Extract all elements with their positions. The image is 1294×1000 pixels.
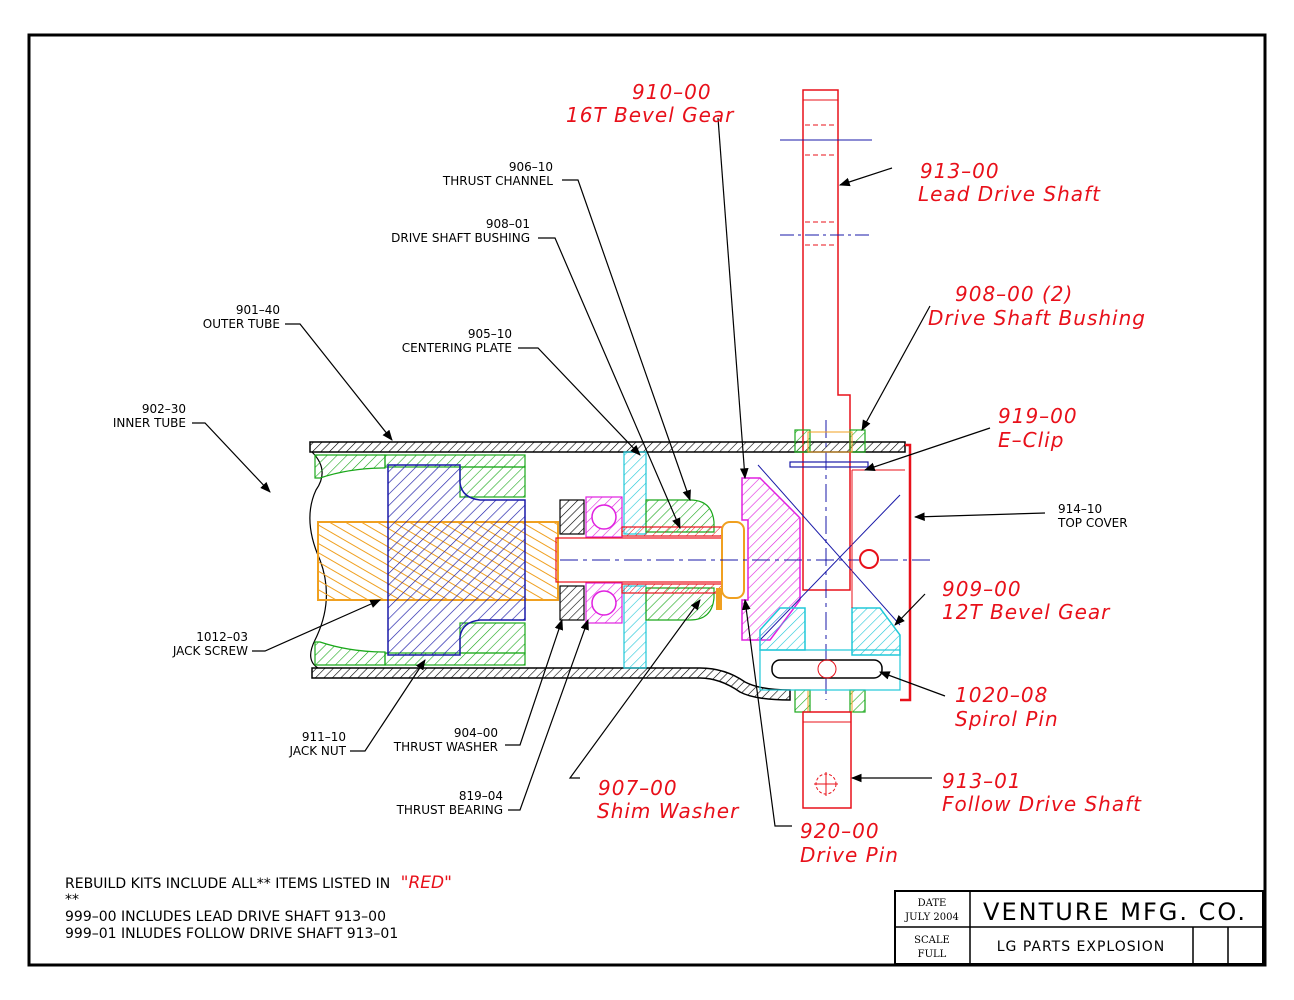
bearing-ball-top xyxy=(591,504,617,530)
label-905-10-name: CENTERING PLATE xyxy=(402,341,512,355)
leader-lines xyxy=(192,117,1046,827)
inner-tube-bottom-seg2 xyxy=(459,622,526,654)
label-902-30-name: INNER TUBE xyxy=(113,416,186,430)
label-906-10-num: 906–10 xyxy=(509,160,553,174)
label-906-10-name: THRUST CHANNEL xyxy=(442,174,553,188)
scale-value: FULL xyxy=(918,949,947,960)
bushing-bottom xyxy=(621,583,723,594)
title-block: DATE JULY 2004 SCALE FULL VENTURE MFG. C… xyxy=(894,890,1264,965)
rebuild-note: REBUILD KITS INCLUDE ALL** ITEMS LISTED … xyxy=(65,873,452,893)
shaft-hole xyxy=(859,549,879,569)
drive-shaft-bushing-top-left xyxy=(794,429,811,453)
bevel-gear-12t-left xyxy=(759,607,806,651)
label-907-00-num: 907–00 xyxy=(598,776,678,800)
label-913-00-num: 913–00 xyxy=(920,159,1000,183)
label-913-01-name: Follow Drive Shaft xyxy=(942,792,1142,816)
label-902-30-num: 902–30 xyxy=(142,402,186,416)
label-1020-08-name: Spirol Pin xyxy=(955,707,1059,731)
label-1012-03-num: 1012–03 xyxy=(196,630,248,644)
inner-tube-top-seg2 xyxy=(459,466,526,498)
label-1020-08-num: 1020–08 xyxy=(955,683,1048,707)
thrust-channel-bottom xyxy=(645,587,715,621)
label-901-40-num: 901–40 xyxy=(236,303,280,317)
top-cover xyxy=(900,443,912,702)
label-919-00-name: E–Clip xyxy=(998,428,1064,452)
label-1012-03-name: JACK SCREW xyxy=(172,644,248,658)
jack-nut xyxy=(387,464,526,656)
centering-plate-bottom xyxy=(623,585,647,669)
drawing-title: LG PARTS EXPLOSION xyxy=(997,939,1166,955)
inner-tube-bottom xyxy=(314,641,386,666)
black-labels: 906–10 THRUST CHANNEL 908–01 DRIVE SHAFT… xyxy=(113,160,1128,817)
follow-drive-shaft xyxy=(802,711,852,809)
bevel-gear-12t-right xyxy=(851,607,901,656)
lead-drive-shaft xyxy=(802,89,851,591)
label-901-40-name: OUTER TUBE xyxy=(203,317,280,331)
label-819-04-num: 819–04 xyxy=(459,789,503,803)
label-914-10-num: 914–10 xyxy=(1058,502,1102,516)
rebuild-note-prefix: REBUILD KITS INCLUDE ALL** ITEMS LISTED … xyxy=(65,876,390,892)
label-920-00-name: Drive Pin xyxy=(800,843,899,867)
asterisk-note: ** xyxy=(65,892,79,908)
outer-tube-top xyxy=(309,441,906,453)
bushing-top xyxy=(621,526,723,537)
company-name: VENTURE MFG. CO. xyxy=(983,898,1247,926)
sheet-border xyxy=(27,33,1267,967)
label-920-00-num: 920–00 xyxy=(800,819,880,843)
assembly xyxy=(309,89,930,809)
scale-label: SCALE xyxy=(914,935,950,946)
thrust-washer-top xyxy=(559,499,585,535)
label-911-10-name: JACK NUT xyxy=(289,744,347,758)
outer-tube-bottom xyxy=(311,667,791,701)
note-999-00: 999–00 INCLUDES LEAD DRIVE SHAFT 913–00 xyxy=(65,909,386,925)
label-910-00-num: 910–00 xyxy=(632,80,712,104)
label-911-10-num: 911–10 xyxy=(302,730,346,744)
date-value: JULY 2004 xyxy=(904,912,959,923)
label-904-00-num: 904–00 xyxy=(454,726,498,740)
label-908-00-name: Drive Shaft Bushing xyxy=(928,306,1146,330)
bevel-gear-16t xyxy=(741,477,801,641)
notes: REBUILD KITS INCLUDE ALL** ITEMS LISTED … xyxy=(65,873,452,942)
date-label: DATE xyxy=(918,898,947,909)
spirol-pin xyxy=(771,659,883,679)
label-908-00-num: 908–00 (2) xyxy=(955,282,1073,306)
label-905-10-num: 905–10 xyxy=(468,327,512,341)
label-907-00-name: Shim Washer xyxy=(597,799,740,823)
red-labels: 910–00 16T Bevel Gear 913–00 Lead Drive … xyxy=(566,80,1146,867)
bearing-ball-bottom xyxy=(591,590,617,616)
shim-washer xyxy=(716,588,722,610)
label-909-00-num: 909–00 xyxy=(942,577,1022,601)
label-919-00-num: 919–00 xyxy=(998,404,1078,428)
label-904-00-name: THRUST WASHER xyxy=(393,740,498,754)
label-908-01-num: 908–01 xyxy=(486,217,530,231)
rebuild-note-red: "RED" xyxy=(401,873,452,893)
drive-shaft-bushing-top-right xyxy=(849,429,866,453)
label-909-00-name: 12T Bevel Gear xyxy=(942,600,1111,624)
label-914-10-name: TOP COVER xyxy=(1057,516,1128,530)
note-999-01: 999–01 INLUDES FOLLOW DRIVE SHAFT 913–01 xyxy=(65,926,398,942)
thrust-washer-bottom xyxy=(559,585,585,621)
label-908-01-name: DRIVE SHAFT BUSHING xyxy=(391,231,530,245)
inner-tube-top xyxy=(314,454,386,479)
e-clip xyxy=(789,461,869,468)
label-913-00-name: Lead Drive Shaft xyxy=(918,182,1101,206)
label-910-00-name: 16T Bevel Gear xyxy=(566,103,735,127)
label-819-04-name: THRUST BEARING xyxy=(396,803,503,817)
centering-plate-top xyxy=(623,451,647,535)
label-913-01-num: 913–01 xyxy=(942,769,1022,793)
